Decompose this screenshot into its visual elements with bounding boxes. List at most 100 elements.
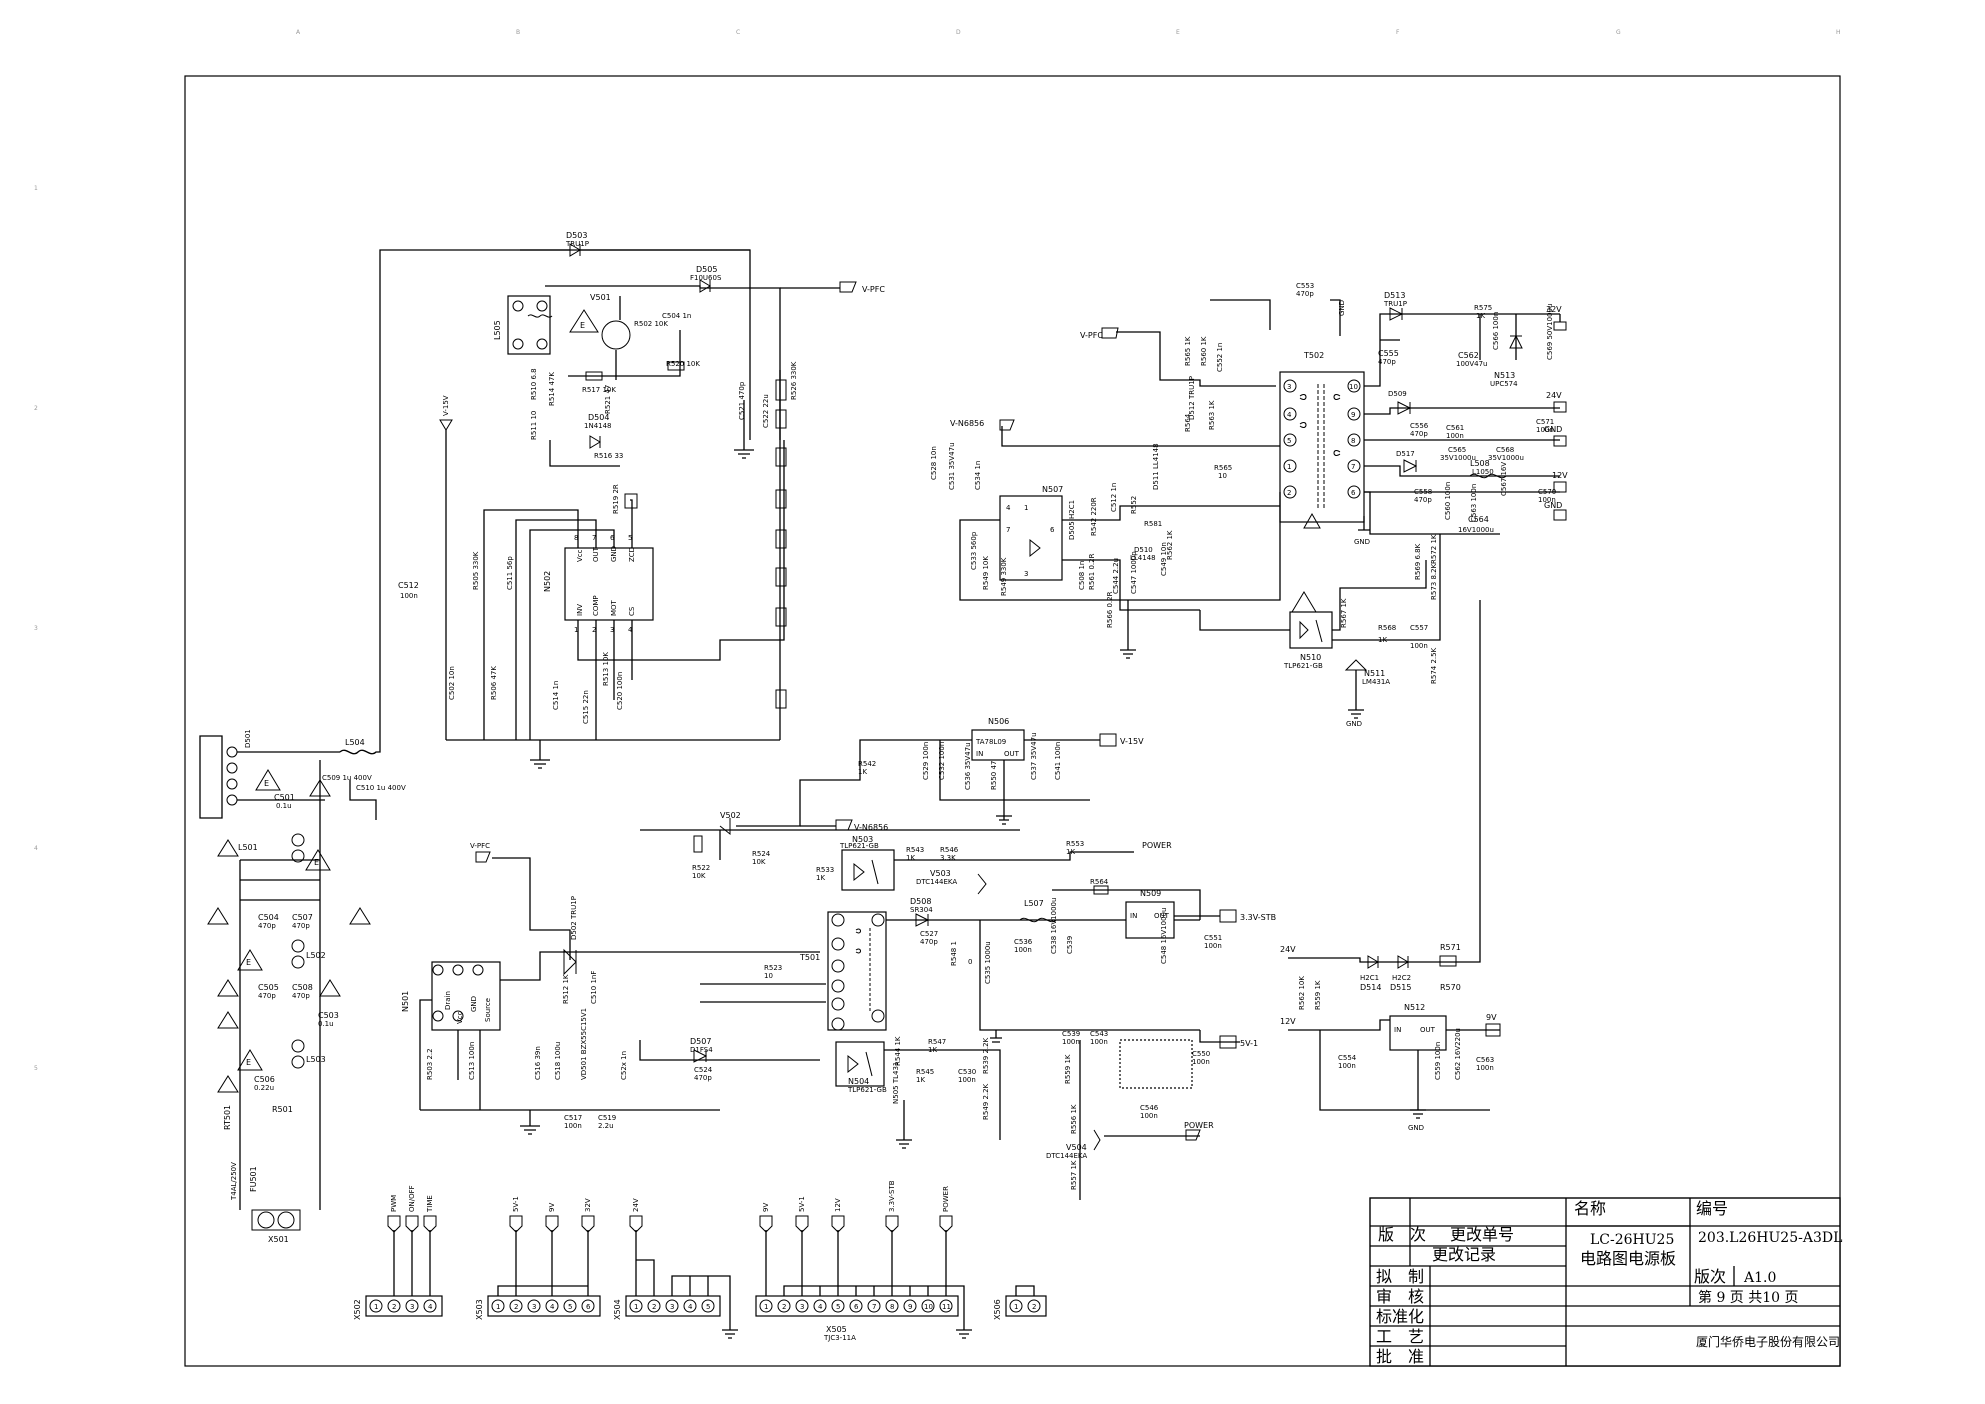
svg-text:R557 1K: R557 1K (1070, 1160, 1078, 1190)
svg-text:100n: 100n (1062, 1038, 1080, 1046)
svg-text:D511 LL4148: D511 LL4148 (1152, 443, 1160, 490)
svg-text:C520 100n: C520 100n (616, 672, 624, 710)
vpfc-mid: V-PFC (470, 842, 490, 850)
svg-text:C512 1n: C512 1n (1110, 483, 1118, 512)
svg-text:470p: 470p (258, 922, 276, 930)
svg-text:R568: R568 (1378, 624, 1396, 632)
svg-text:R526 330K: R526 330K (790, 361, 798, 400)
svg-text:1K: 1K (1066, 848, 1075, 856)
x505-pin6: 6 (854, 1303, 859, 1311)
d504-part: 1N4148 (584, 422, 612, 430)
svg-text:100n: 100n (1536, 426, 1554, 434)
title-block: 版 次 更改单号 更改记录 拟 制 审 核 标准化 工 艺 批 准 名称 LC-… (1369, 1197, 1842, 1367)
svg-text:R567 1K: R567 1K (1340, 598, 1348, 628)
svg-text:C510 1u 400V: C510 1u 400V (356, 784, 406, 792)
svg-text:R523: R523 (764, 964, 782, 972)
n511-label: N511 (1364, 669, 1385, 678)
svg-text:9: 9 (1351, 411, 1355, 419)
svg-text:E: E (246, 958, 251, 967)
v33stb-label: 3.3V-STB (1240, 913, 1276, 922)
svg-text:C544 2.2u: C544 2.2u (1112, 558, 1120, 594)
x505-pin1: 1 (764, 1303, 768, 1311)
svg-text:470p: 470p (292, 922, 310, 930)
x503-pin2: 2 (514, 1303, 518, 1311)
svg-text:R564: R564 (1184, 413, 1192, 432)
svg-text:100n: 100n (1338, 1062, 1356, 1070)
svg-text:R549 330K: R549 330K (1000, 557, 1008, 596)
svg-text:4: 4 (628, 626, 633, 634)
c562-label: C562 (1458, 351, 1479, 360)
svg-text:1: 1 (1287, 463, 1291, 471)
svg-text:0.22u: 0.22u (254, 1084, 274, 1092)
col-e: E (1176, 29, 1180, 36)
col-b: B (516, 29, 520, 36)
n502-pin-mot: MOT (610, 599, 618, 616)
svg-text:R511 10: R511 10 (530, 411, 538, 440)
n502-pin-gnd: GND (610, 546, 618, 562)
svg-text:R560 1K: R560 1K (1200, 336, 1208, 366)
d507-label: D507 (690, 1037, 711, 1046)
v12-left: 12V (1280, 1017, 1296, 1026)
svg-text:IN: IN (976, 750, 983, 758)
x503-pin5: 5 (568, 1303, 572, 1311)
svg-text:C560 100n: C560 100n (1444, 482, 1452, 520)
svg-text:470p: 470p (1414, 496, 1432, 504)
tb-page-label: 第 9 页 共10 页 (1698, 1289, 1799, 1306)
x505-pin3: 3 (800, 1303, 804, 1311)
row-4: 4 (34, 845, 38, 852)
svg-text:C559 100n: C559 100n (1434, 1042, 1442, 1080)
x504-pin3: 3 (670, 1303, 674, 1311)
tb-rev-value: A1.0 (1743, 1270, 1776, 1286)
svg-text:C549 10n: C549 10n (1160, 542, 1168, 576)
x503-pin6: 6 (586, 1303, 591, 1311)
svg-text:C537 35V47u: C537 35V47u (1030, 732, 1038, 780)
svg-text:C527: C527 (920, 930, 938, 938)
n501-pin-vcc: Vcc (456, 1011, 464, 1024)
x504-pin1: 1 (634, 1303, 638, 1311)
svg-text:C52x 1n: C52x 1n (620, 1051, 628, 1080)
tb-rev-label: 版次 (1694, 1267, 1726, 1286)
svg-text:C513 100n: C513 100n (468, 1042, 476, 1080)
tb-name-value-1: LC-26HU25 (1590, 1232, 1674, 1248)
svg-text:100n: 100n (1192, 1058, 1210, 1066)
svg-text:E: E (246, 1058, 251, 1067)
svg-text:C528 10n: C528 10n (930, 446, 938, 480)
svg-text:R564: R564 (1090, 878, 1109, 886)
v503-label: V503 (930, 869, 951, 878)
svg-text:R501: R501 (272, 1105, 293, 1114)
svg-text:C508: C508 (292, 983, 313, 992)
svg-text:35V1000u: 35V1000u (1488, 454, 1524, 462)
v501-label: V501 (590, 293, 611, 302)
n501-pin-drain: Drain (444, 991, 452, 1010)
l508-label: L508 (1470, 459, 1490, 468)
svg-text:R574 2.5K: R574 2.5K (1430, 647, 1438, 684)
n504-label: N504 (848, 1077, 869, 1086)
col-f: F (1396, 29, 1400, 36)
x502-sig-pwm: PWM (390, 1195, 398, 1212)
svg-text:D505 H2C1: D505 H2C1 (1068, 500, 1076, 540)
svg-text:R548 1: R548 1 (950, 941, 958, 966)
svg-text:R556 1K: R556 1K (1070, 1104, 1078, 1134)
n502-pin-cs: CS (628, 606, 636, 616)
svg-text:100n: 100n (1538, 496, 1556, 504)
x504-pin5: 5 (706, 1303, 710, 1311)
v5-label: 5V-1 (1240, 1039, 1258, 1048)
x505-pin2: 2 (782, 1303, 786, 1311)
vpfc-right: V-PFC (1080, 331, 1103, 340)
n502-label: N502 (543, 571, 552, 592)
power-label-1: POWER (1142, 841, 1172, 850)
l502-label: L502 (306, 951, 326, 960)
n502-pin-comp: COMP (592, 595, 600, 616)
c512-val: 100n (400, 592, 418, 600)
svg-text:C503: C503 (318, 1011, 339, 1020)
svg-text:10: 10 (1218, 472, 1227, 480)
n503-label: N503 (852, 835, 873, 844)
svg-text:470p: 470p (258, 992, 276, 1000)
svg-text:100n: 100n (1204, 942, 1222, 950)
svg-text:R546: R546 (940, 846, 959, 854)
col-c: C (736, 29, 740, 36)
svg-text:100n: 100n (958, 1076, 976, 1084)
svg-text:C517: C517 (564, 1114, 582, 1122)
